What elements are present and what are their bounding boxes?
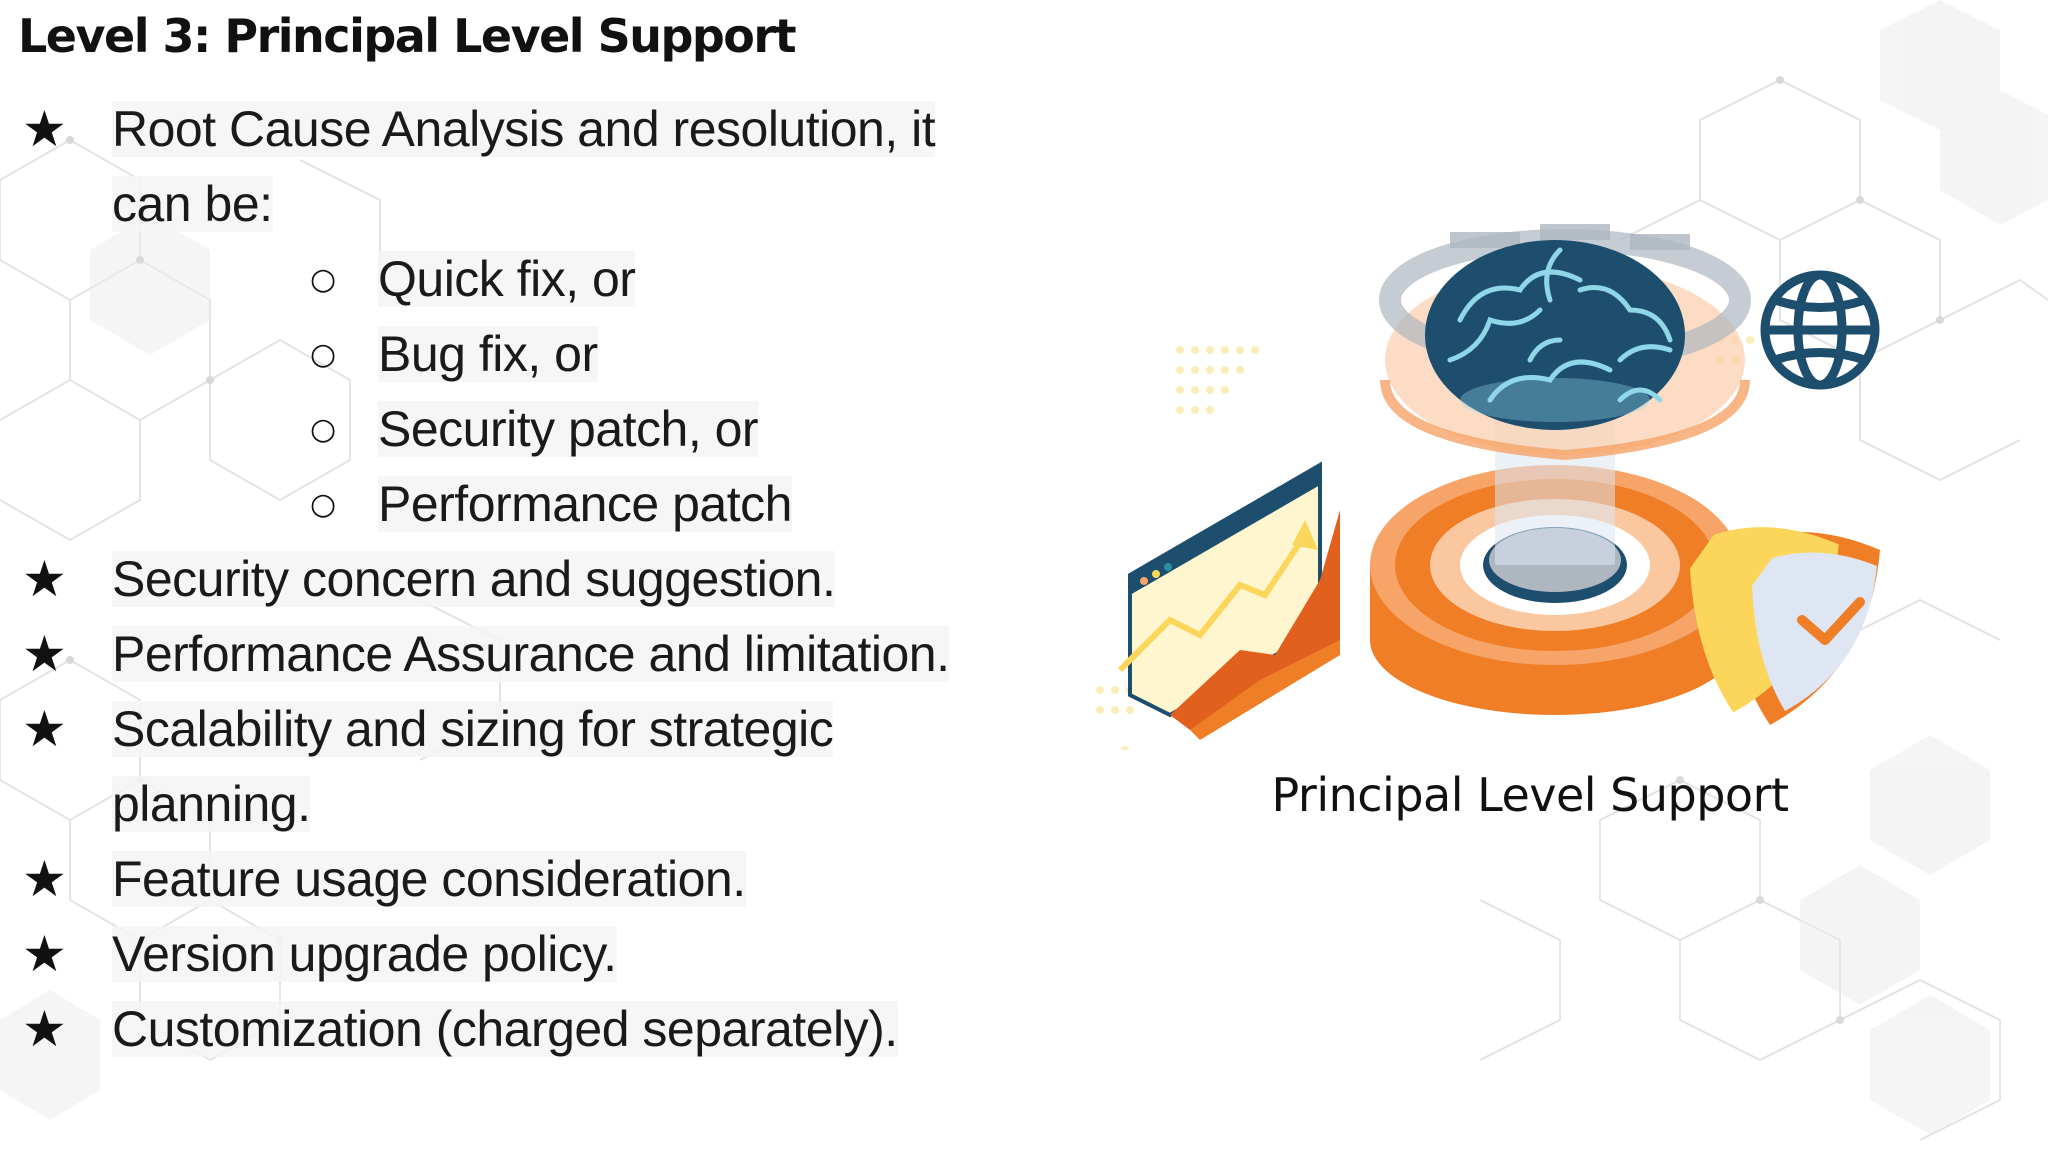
brain-icon [1425, 240, 1685, 430]
star-bullet-icon: ★ [22, 925, 67, 983]
star-bullet-icon: ★ [22, 100, 67, 158]
sub-bullet-text: Quick fix, or [378, 251, 636, 307]
star-bullet-icon: ★ [22, 850, 67, 908]
sub-bullet-text: Security patch, or [378, 401, 759, 457]
bullet-item: ★ Root Cause Analysis and resolution, it… [0, 92, 1000, 542]
sub-bullet-list: ○ Quick fix, or ○ Bug fix, or ○ Security… [112, 242, 1000, 542]
illustration-caption: Principal Level Support [1271, 768, 1789, 822]
circle-bullet-icon: ○ [310, 412, 336, 447]
slide-title: Level 3: Principal Level Support [18, 9, 797, 63]
sub-bullet-item: ○ Performance patch [112, 467, 1000, 542]
sub-bullet-text: Performance patch [378, 476, 792, 532]
sub-bullet-text: Bug fix, or [378, 326, 598, 382]
star-bullet-icon: ★ [22, 700, 67, 758]
star-bullet-icon: ★ [22, 625, 67, 683]
bullet-text: Root Cause Analysis and resolution, it c… [112, 101, 936, 232]
ring-front-arc [1380, 379, 1750, 461]
star-bullet-icon: ★ [22, 550, 67, 608]
bullet-text: Performance Assurance and limitation. [112, 626, 950, 682]
sub-bullet-item: ○ Bug fix, or [112, 317, 1000, 392]
globe-icon [1760, 270, 1880, 390]
shield-check-icon [1690, 527, 1880, 725]
circle-bullet-icon: ○ [310, 487, 336, 522]
circle-bullet-icon: ○ [310, 262, 336, 297]
bullet-text: Feature usage consideration. [112, 851, 746, 907]
bullet-item: ★ Scalability and sizing for strategic p… [0, 692, 1000, 842]
bullet-item: ★ Feature usage consideration. [0, 842, 1000, 917]
growth-chart-icon [1117, 461, 1340, 740]
bullet-text: Security concern and suggestion. [112, 551, 836, 607]
bullet-text: Customization (charged separately). [112, 1001, 898, 1057]
bullet-text: Scalability and sizing for strategic pla… [112, 701, 834, 832]
bullet-list: ★ Root Cause Analysis and resolution, it… [0, 92, 1000, 1067]
bullet-item: ★ Performance Assurance and limitation. [0, 617, 1000, 692]
bullet-item: ★ Customization (charged separately). [0, 992, 1000, 1067]
sub-bullet-item: ○ Security patch, or [112, 392, 1000, 467]
star-bullet-icon: ★ [22, 1000, 67, 1058]
bullet-text: Version upgrade policy. [112, 926, 617, 982]
circle-bullet-icon: ○ [310, 337, 336, 372]
bullet-item: ★ Version upgrade policy. [0, 917, 1000, 992]
principal-support-illustration [1096, 224, 1880, 750]
bullet-item: ★ Security concern and suggestion. [0, 542, 1000, 617]
sub-bullet-item: ○ Quick fix, or [112, 242, 1000, 317]
